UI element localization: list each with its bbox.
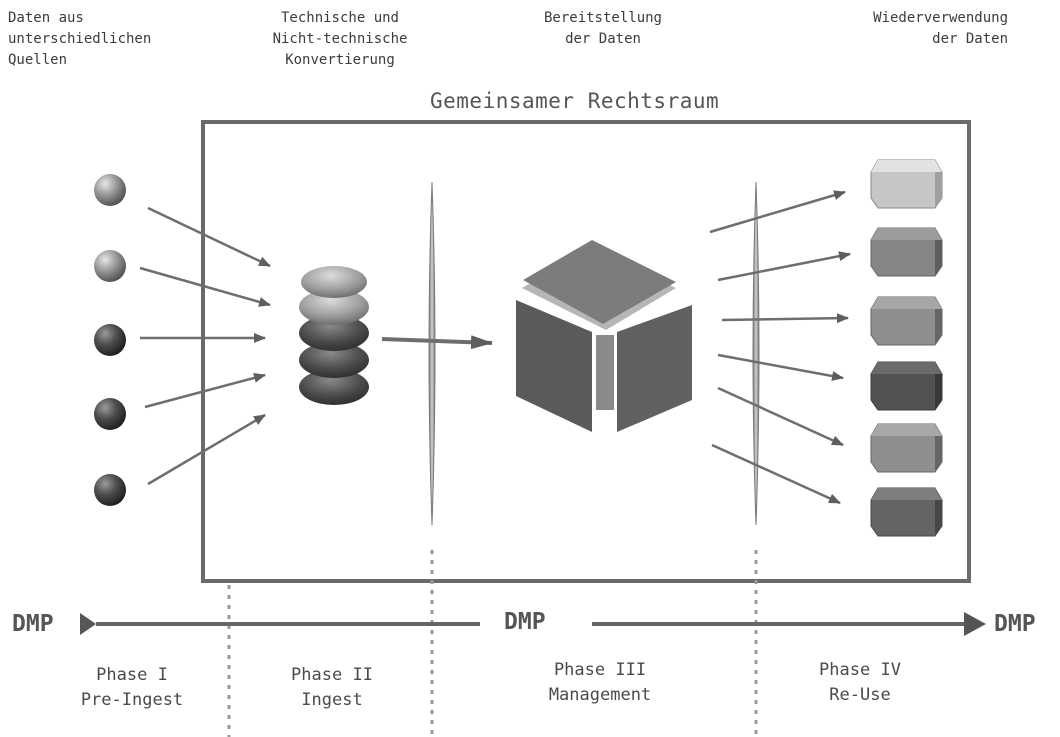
output-arrow-5 [717, 386, 844, 447]
input-arrow-5 [147, 413, 266, 486]
source-ball-2 [94, 250, 126, 282]
label-reuse-line1: Wiederverwendung [873, 10, 1008, 26]
label-reuse: Wiederverwendung der Daten [840, 8, 1008, 50]
output-arrows [709, 190, 851, 505]
prism-5 [870, 423, 943, 473]
prism-4 [870, 361, 943, 411]
source-ball-5 [94, 474, 126, 506]
blade-right [752, 181, 760, 526]
legal-space-frame [201, 120, 971, 583]
prism-6 [870, 487, 943, 537]
phase-1-label: Phase I Pre-Ingest [52, 663, 212, 713]
output-arrow-2 [717, 251, 851, 282]
source-ball-1 [94, 174, 126, 206]
dmp-label-middle: DMP [504, 609, 546, 635]
ingest-to-management-arrow [381, 335, 493, 350]
phase-3-label: Phase III Management [510, 658, 690, 708]
ingest-disk-stack [299, 266, 369, 405]
frame-title: Gemeinsamer Rechtsraum [430, 89, 720, 113]
label-conversion-line3: Konvertierung [285, 52, 395, 68]
dmp-label-end: DMP [994, 611, 1036, 637]
cube-right-face [617, 305, 692, 432]
label-conversion: Technische und Nicht-technische Konverti… [256, 8, 424, 71]
disk-1 [301, 266, 367, 298]
phase-2-name: Ingest [301, 690, 363, 710]
phase-2-label: Phase II Ingest [252, 663, 412, 713]
label-sources-line2: unterschiedlichen [8, 31, 152, 47]
phase-3-name: Management [548, 685, 652, 705]
cube-left-face [516, 300, 592, 432]
output-arrow-3 [721, 313, 849, 324]
source-ball-3 [94, 324, 126, 356]
label-reuse-line2: der Daten [932, 31, 1008, 47]
reuse-prisms [870, 159, 943, 537]
prism-2 [870, 227, 943, 277]
label-sources: Daten aus unterschiedlichen Quellen [8, 8, 151, 71]
input-arrow-4 [144, 373, 266, 409]
output-arrow-4 [717, 353, 844, 381]
prism-3 [870, 296, 943, 346]
dmp-timeline [80, 612, 986, 636]
label-conversion-line2: Nicht-technische [272, 31, 408, 47]
input-arrow-1 [147, 206, 271, 268]
disk-4 [299, 342, 369, 378]
disk-5 [299, 369, 369, 405]
phase-4-number: Phase IV [819, 660, 901, 680]
phase-1-number: Phase I [96, 665, 168, 685]
phase-1-name: Pre-Ingest [80, 690, 184, 710]
phase-4-name: Re-Use [829, 685, 891, 705]
disk-3 [299, 315, 369, 351]
output-arrow-1 [709, 190, 846, 234]
label-sources-line1: Daten aus [8, 10, 84, 26]
phase-3-number: Phase III [553, 660, 647, 680]
output-arrow-6 [711, 443, 841, 505]
timeline-start-marker [80, 613, 96, 635]
input-arrow-2 [139, 266, 271, 307]
prism-1 [870, 159, 943, 209]
phase-4-label: Phase IV Re-Use [780, 658, 940, 708]
phase-2-number: Phase II [291, 665, 373, 685]
label-sources-line3: Quellen [8, 52, 68, 68]
cube-inner [596, 335, 614, 410]
source-ball-4 [94, 398, 126, 430]
label-provision-line2: der Daten [565, 31, 641, 47]
label-conversion-line1: Technische und [280, 10, 399, 26]
input-arrows [139, 206, 271, 486]
timeline-end-arrow [964, 612, 986, 636]
disk-2 [299, 289, 369, 325]
source-balls [94, 174, 126, 506]
label-provision: Bereitstellung der Daten [528, 8, 678, 50]
blade-left [428, 181, 436, 526]
dmp-label-start: DMP [12, 611, 54, 637]
management-cube [516, 240, 692, 432]
label-provision-line1: Bereitstellung [543, 10, 662, 26]
phase-dividers [227, 550, 758, 737]
cube-top-face [523, 240, 676, 324]
